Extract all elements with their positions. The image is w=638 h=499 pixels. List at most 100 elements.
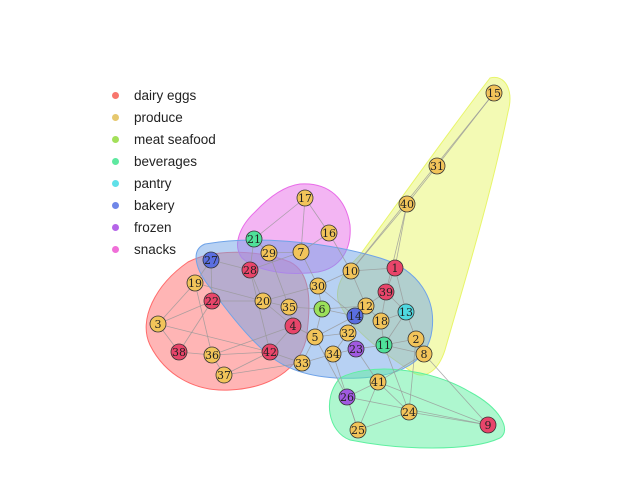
node-17: 17 <box>296 189 314 207</box>
edge-37-33 <box>223 362 303 376</box>
node-label: 22 <box>205 295 219 308</box>
node-5: 5 <box>306 328 324 346</box>
node-circle <box>372 312 390 330</box>
node-18: 18 <box>372 312 390 330</box>
node-14: 14 <box>346 307 364 325</box>
node-circle <box>369 373 387 391</box>
node-label: 8 <box>421 348 428 361</box>
legend-label: snacks <box>134 241 177 257</box>
node-39: 39 <box>377 283 395 301</box>
node-circle <box>485 84 503 102</box>
node-label: 30 <box>311 280 325 293</box>
node-41: 41 <box>369 373 387 391</box>
node-label: 36 <box>205 349 219 362</box>
legend-label: produce <box>134 109 183 125</box>
edge-41-8 <box>377 353 425 383</box>
node-31: 31 <box>428 157 446 175</box>
node-label: 1 <box>392 262 399 275</box>
node-label: 5 <box>312 331 319 344</box>
node-circle <box>203 346 221 364</box>
node-label: 29 <box>262 247 276 260</box>
node-circle <box>149 315 167 333</box>
node-label: 15 <box>487 87 501 100</box>
edge-19-36 <box>194 282 213 356</box>
node-circle <box>397 303 415 321</box>
node-circle <box>215 366 233 384</box>
edge-26-5 <box>314 336 348 398</box>
node-circle <box>241 261 259 279</box>
node-label: 32 <box>341 327 355 340</box>
edge-24-11 <box>383 344 410 413</box>
node-19: 19 <box>186 274 204 292</box>
node-circle <box>280 298 298 316</box>
node-34: 34 <box>324 345 342 363</box>
legend-item: dairy eggs <box>112 84 216 106</box>
node-15: 15 <box>485 84 503 102</box>
legend-label: frozen <box>134 219 172 235</box>
node-2: 2 <box>407 330 425 348</box>
node-label: 31 <box>430 160 444 173</box>
node-20: 20 <box>254 292 272 310</box>
edge-2-24 <box>408 338 417 413</box>
node-circle <box>342 262 360 280</box>
node-11: 11 <box>375 336 393 354</box>
legend-item: frozen <box>112 216 216 238</box>
legend-dot-icon <box>112 245 119 253</box>
node-40: 40 <box>398 195 416 213</box>
edge-30-20 <box>262 285 319 302</box>
node-label: 26 <box>340 391 354 404</box>
node-21: 21 <box>245 230 263 248</box>
node-circle <box>415 345 433 363</box>
edge-28-7 <box>249 251 302 271</box>
node-25: 25 <box>349 421 367 439</box>
legend-item: snacks <box>112 238 216 260</box>
node-38: 38 <box>170 343 188 361</box>
node-circle <box>338 388 356 406</box>
legend-dot-icon <box>112 157 119 165</box>
node-circle <box>254 292 272 310</box>
node-circle <box>284 317 302 335</box>
node-circle <box>320 224 338 242</box>
legend-dot-icon <box>112 113 119 121</box>
node-circle <box>261 343 279 361</box>
node-label: 3 <box>155 318 162 331</box>
node-label: 34 <box>326 348 340 361</box>
edge-22-38 <box>178 300 213 353</box>
node-label: 7 <box>298 246 305 259</box>
node-circle <box>375 336 393 354</box>
node-circle <box>309 277 327 295</box>
node-7: 7 <box>292 243 310 261</box>
legend-item: produce <box>112 106 216 128</box>
node-label: 37 <box>217 369 231 382</box>
node-circle <box>428 157 446 175</box>
legend-label: bakery <box>134 197 175 213</box>
legend-dot-icon <box>112 179 119 187</box>
legend-dot-icon <box>112 135 119 143</box>
node-35: 35 <box>280 298 298 316</box>
node-circle <box>186 274 204 292</box>
node-label: 2 <box>413 333 420 346</box>
node-circle <box>349 421 367 439</box>
node-4: 4 <box>284 317 302 335</box>
edge-21-17 <box>253 197 306 240</box>
legend-label: pantry <box>134 175 172 191</box>
edge-25-24 <box>357 411 410 431</box>
edge-40-39 <box>385 203 408 293</box>
node-circle <box>202 251 220 269</box>
node-label: 9 <box>485 419 492 432</box>
node-label: 6 <box>319 303 326 316</box>
node-label: 19 <box>188 277 202 290</box>
node-33: 33 <box>293 354 311 372</box>
node-label: 39 <box>379 286 393 299</box>
node-label: 17 <box>298 192 312 205</box>
node-circle <box>306 328 324 346</box>
node-1: 1 <box>386 259 404 277</box>
edge-19-20 <box>194 282 264 302</box>
node-28: 28 <box>241 261 259 279</box>
node-16: 16 <box>320 224 338 242</box>
node-circle <box>479 416 497 434</box>
node-label: 11 <box>377 339 391 352</box>
node-circle <box>293 354 311 372</box>
